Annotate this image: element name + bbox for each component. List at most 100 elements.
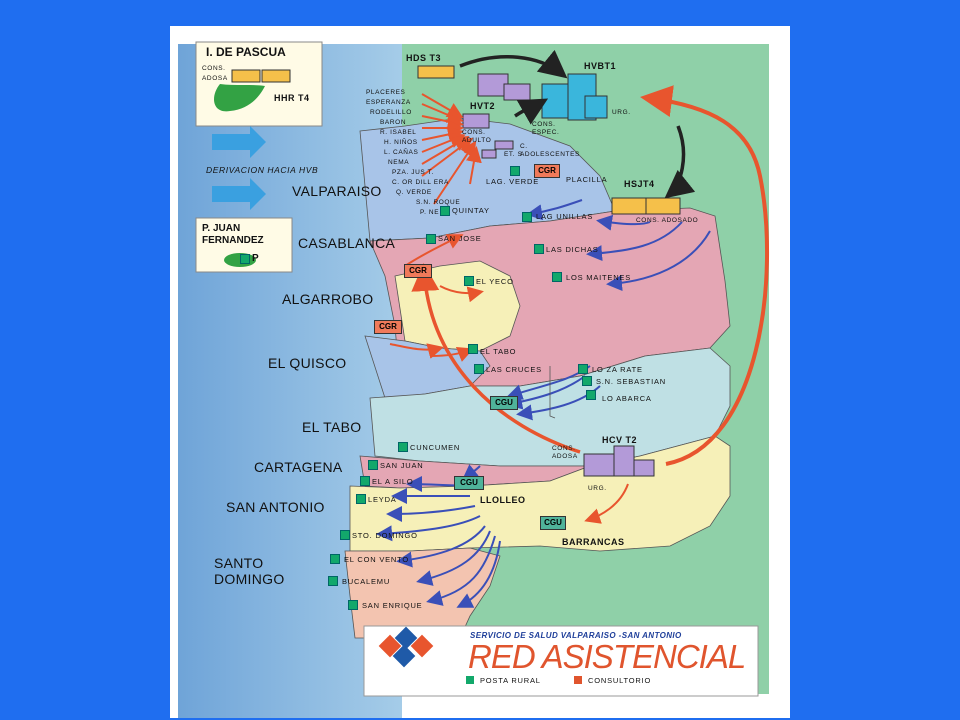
hospital-hds: HDS T3 bbox=[406, 53, 442, 63]
cgr-placilla: CGR bbox=[534, 164, 560, 178]
place-san-enrique: SAN ENRIQUE bbox=[362, 601, 423, 610]
hvt2-building-2 bbox=[503, 83, 531, 101]
posta-las-cruces bbox=[474, 364, 484, 374]
derivation-arrow-2 bbox=[212, 178, 266, 210]
hvbt1-building-3 bbox=[584, 95, 608, 119]
las-cruces-outline bbox=[549, 366, 556, 419]
arrow-hcv-hvt2-red bbox=[411, 263, 581, 454]
city-san-antonio: SAN ANTONIO bbox=[226, 499, 325, 515]
valpo-nema: NEMA bbox=[388, 159, 410, 166]
city-valparaiso: VALPARAISO bbox=[292, 183, 382, 199]
place-lo-abarca: LO ABARCA bbox=[602, 394, 652, 403]
arrow-hds-hvbt1 bbox=[459, 49, 568, 79]
posta-leyda bbox=[356, 494, 366, 504]
c-adolescentes-2: ADOLESCENTES bbox=[520, 151, 580, 158]
posta-san-juan bbox=[368, 460, 378, 470]
posta-el-asilo bbox=[360, 476, 370, 486]
jf-title-2: FERNANDEZ bbox=[202, 235, 264, 246]
pascua-hospital: HHR T4 bbox=[274, 93, 310, 103]
valpo-cordillera: C. OR DILL ERA bbox=[392, 179, 449, 186]
legend-consultorio-swatch bbox=[574, 676, 582, 684]
posta-san-jose bbox=[426, 234, 436, 244]
hsjt4-building-2 bbox=[645, 197, 681, 215]
arrow-hvt2-hvbt1 bbox=[514, 98, 549, 125]
posta-lag-verde bbox=[510, 166, 520, 176]
place-san-jose: SAN JOSE bbox=[438, 234, 482, 243]
valpo-esperanza: ESPERANZA bbox=[366, 99, 411, 106]
jf-title-1: P. JUAN bbox=[202, 223, 241, 234]
posta-el-convento bbox=[330, 554, 340, 564]
valpo-q-verde: Q. VERDE bbox=[396, 189, 432, 196]
cgr-casablanca: CGR bbox=[404, 264, 432, 278]
hsjt4-building-1 bbox=[611, 197, 647, 215]
cgu-barrancas: CGU bbox=[540, 516, 566, 530]
legend-service: SERVICIO DE SALUD VALPARAISO -SAN ANTONI… bbox=[470, 631, 682, 640]
place-el-tabo: EL TABO bbox=[480, 347, 517, 356]
hds-building bbox=[417, 65, 455, 79]
hcv-cons-2: ADOSA bbox=[552, 453, 578, 460]
valpo-baron: BARON bbox=[380, 119, 407, 126]
hcv-building-1 bbox=[583, 453, 615, 477]
pascua-building-2 bbox=[261, 69, 291, 83]
urg-top: URG. bbox=[612, 109, 631, 116]
valpo-l-canas: L. CAÑAS bbox=[384, 149, 419, 156]
pascua-island bbox=[214, 84, 265, 112]
jf-marker-label: P bbox=[252, 253, 259, 264]
valpo-placeres: PLACERES bbox=[366, 89, 406, 96]
adolescentes-building bbox=[494, 140, 514, 150]
hcv-building-2 bbox=[613, 445, 635, 477]
place-quintay: QUINTAY bbox=[452, 206, 490, 215]
posta-el-yeco bbox=[464, 276, 474, 286]
posta-sn-sebastian bbox=[582, 376, 592, 386]
city-algarrobo: ALGARROBO bbox=[282, 291, 374, 307]
place-llolleo: LLOLLEO bbox=[480, 495, 526, 505]
place-el-yeco: EL YECO bbox=[476, 277, 514, 286]
posta-sto-domingo bbox=[340, 530, 350, 540]
city-cartagena: CARTAGENA bbox=[254, 459, 343, 475]
place-lo-zarate: LO ZA RATE bbox=[592, 365, 643, 374]
cons-espec-1: CONS. bbox=[532, 121, 556, 128]
cons-espec-2: ESPEC. bbox=[532, 129, 560, 136]
place-el-asilo: EL A SILO bbox=[372, 477, 414, 486]
hcv-cons-1: CONS. bbox=[552, 445, 576, 452]
ets-building bbox=[481, 149, 497, 159]
posta-los-maitenes bbox=[552, 272, 562, 282]
city-casablanca: CASABLANCA bbox=[298, 235, 396, 251]
legend-posta-swatch bbox=[466, 676, 474, 684]
pascua-building-1 bbox=[231, 69, 261, 83]
valpo-h-ninos: H. NIÑOS bbox=[384, 139, 418, 146]
place-el-convento: EL CON VENTO bbox=[344, 555, 410, 564]
posta-las-dichas bbox=[534, 244, 544, 254]
place-las-dichas: LAS DICHAS bbox=[546, 245, 599, 254]
place-san-juan: SAN JUAN bbox=[380, 461, 424, 470]
cons-adulto-2: ADULTO bbox=[462, 137, 492, 144]
valpo-pza-just: PZA. JUS T. bbox=[392, 169, 434, 176]
map-slide: I. DE PASCUA CONS. ADOSA HHR T4 P. JUAN … bbox=[170, 26, 790, 718]
cgu-llolleo: CGU bbox=[454, 476, 484, 490]
legend-title: RED ASISTENCIAL bbox=[468, 638, 746, 675]
place-sn-sebastian: S.N. SEBASTIAN bbox=[596, 377, 666, 386]
arrow-hvbt1-hsjt4 bbox=[664, 125, 696, 199]
hcv-building-3 bbox=[633, 459, 655, 477]
jf-posta-marker bbox=[240, 254, 250, 264]
city-el-quisco: EL QUISCO bbox=[268, 355, 347, 371]
legend-box bbox=[363, 625, 759, 697]
hospital-hcv: HCV T2 bbox=[602, 435, 638, 445]
c-adolescentes-1: C. bbox=[520, 143, 528, 150]
city-santo-domingo-1: SANTO bbox=[214, 555, 264, 571]
derivation-arrow-1 bbox=[212, 126, 266, 158]
inset-pascua-frame bbox=[195, 41, 323, 127]
pascua-cons-1: CONS. bbox=[202, 65, 226, 72]
place-lag-unillas: LAG UNILLAS bbox=[536, 212, 594, 221]
place-barrancas: BARRANCAS bbox=[562, 537, 625, 547]
cgr-algarrobo: CGR bbox=[374, 320, 402, 334]
place-leyda: LEYDA bbox=[368, 495, 397, 504]
valpo-rodelillo: RODELILLO bbox=[370, 109, 412, 116]
city-santo-domingo-2: DOMINGO bbox=[214, 571, 285, 587]
place-placilla: PLACILLA bbox=[566, 175, 608, 184]
hospital-hvbt1: HVBT1 bbox=[584, 61, 617, 71]
posta-bucalemu bbox=[328, 576, 338, 586]
posta-lo-abarca bbox=[586, 390, 596, 400]
valpo-r-isabel: R. ISABEL bbox=[380, 129, 417, 136]
ets-label: ET. S bbox=[504, 151, 523, 158]
